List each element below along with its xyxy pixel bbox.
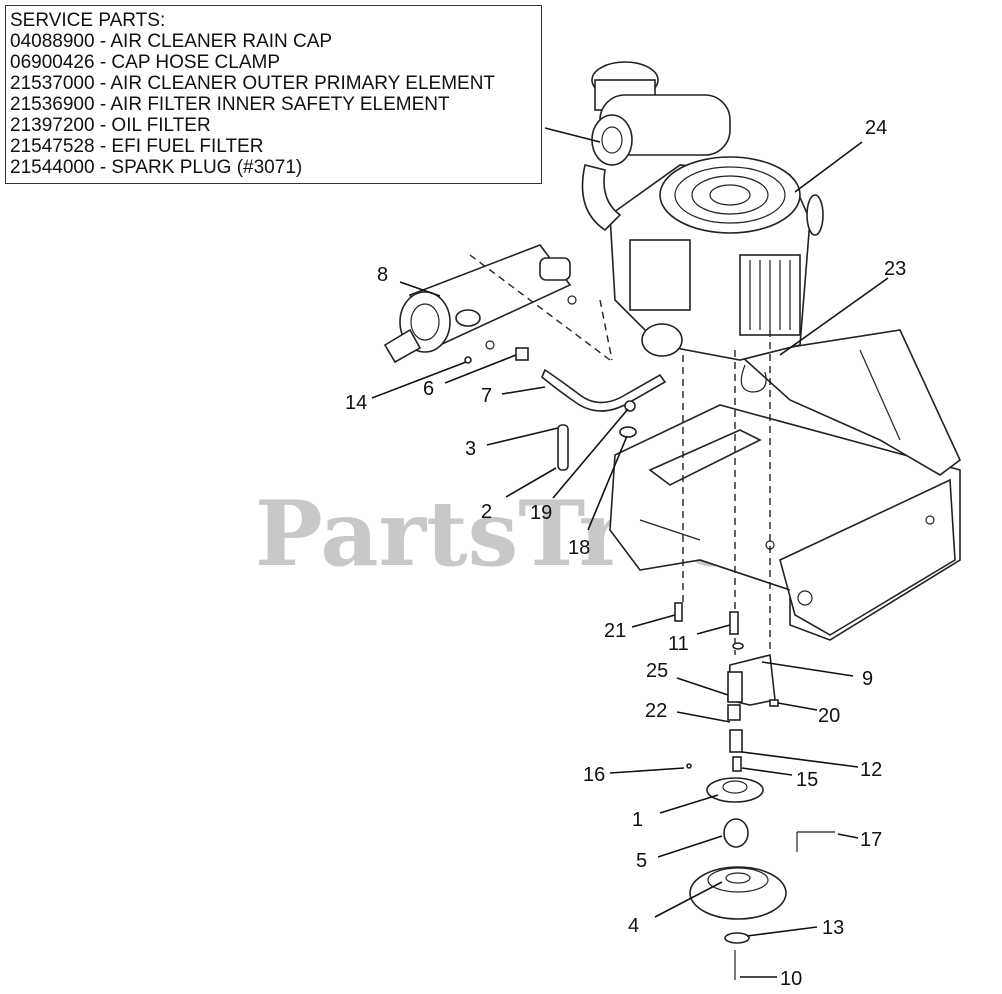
clutch-stack [674,602,835,980]
callout-21: 21 [604,620,626,642]
chassis-frame [609,329,961,641]
service-part-item: 21397200 - OIL FILTER [10,115,211,136]
engine-assembly [609,156,824,361]
callout-25: 25 [646,660,668,682]
callout-23: 23 [884,258,906,280]
service-part-item: 06900426 - CAP HOSE CLAMP [10,52,281,73]
callout-15: 15 [796,769,818,791]
callout-8: 8 [377,264,388,286]
service-part-item: 21544000 - SPARK PLUG (#3071) [10,157,303,178]
callout-10: 10 [780,968,802,990]
service-part-item: 21547528 - EFI FUEL FILTER [10,136,264,157]
callout-2: 2 [481,501,492,523]
loop-23 [740,364,767,393]
bolt-14 [464,356,472,364]
callout-19: 19 [530,502,552,524]
callout-13: 13 [822,917,844,939]
callout-11: 11 [668,633,689,655]
callout-7: 7 [481,385,492,407]
service-parts-box: SERVICE PARTS: 04088900 - AIR CLEANER RA… [5,5,542,184]
callout-1: 1 [632,809,643,831]
callout-20: 20 [818,705,840,727]
callout-9: 9 [862,668,873,690]
clamp-19 [624,400,636,412]
callout-4: 4 [628,915,639,937]
callout-6: 6 [423,378,434,400]
callout-24: 24 [865,117,887,139]
fitting-6 [515,347,529,361]
callout-17: 17 [860,829,882,851]
service-part-item: 21536900 - AIR FILTER INNER SAFETY ELEME… [10,94,450,115]
clamp-18 [619,426,637,438]
service-parts-heading: SERVICE PARTS: [10,10,166,31]
service-part-item: 04088900 - AIR CLEANER RAIN CAP [10,31,333,52]
hose-3 [557,424,569,471]
callout-5: 5 [636,850,647,872]
callout-18: 18 [568,537,590,559]
callout-22: 22 [645,700,667,722]
callout-12: 12 [860,759,882,781]
callout-3: 3 [465,438,476,460]
service-part-item: 21537000 - AIR CLEANER OUTER PRIMARY ELE… [10,73,496,94]
muffler [383,244,577,364]
callout-16: 16 [583,764,605,786]
callout-14: 14 [345,392,367,414]
hose-7 [541,368,667,412]
